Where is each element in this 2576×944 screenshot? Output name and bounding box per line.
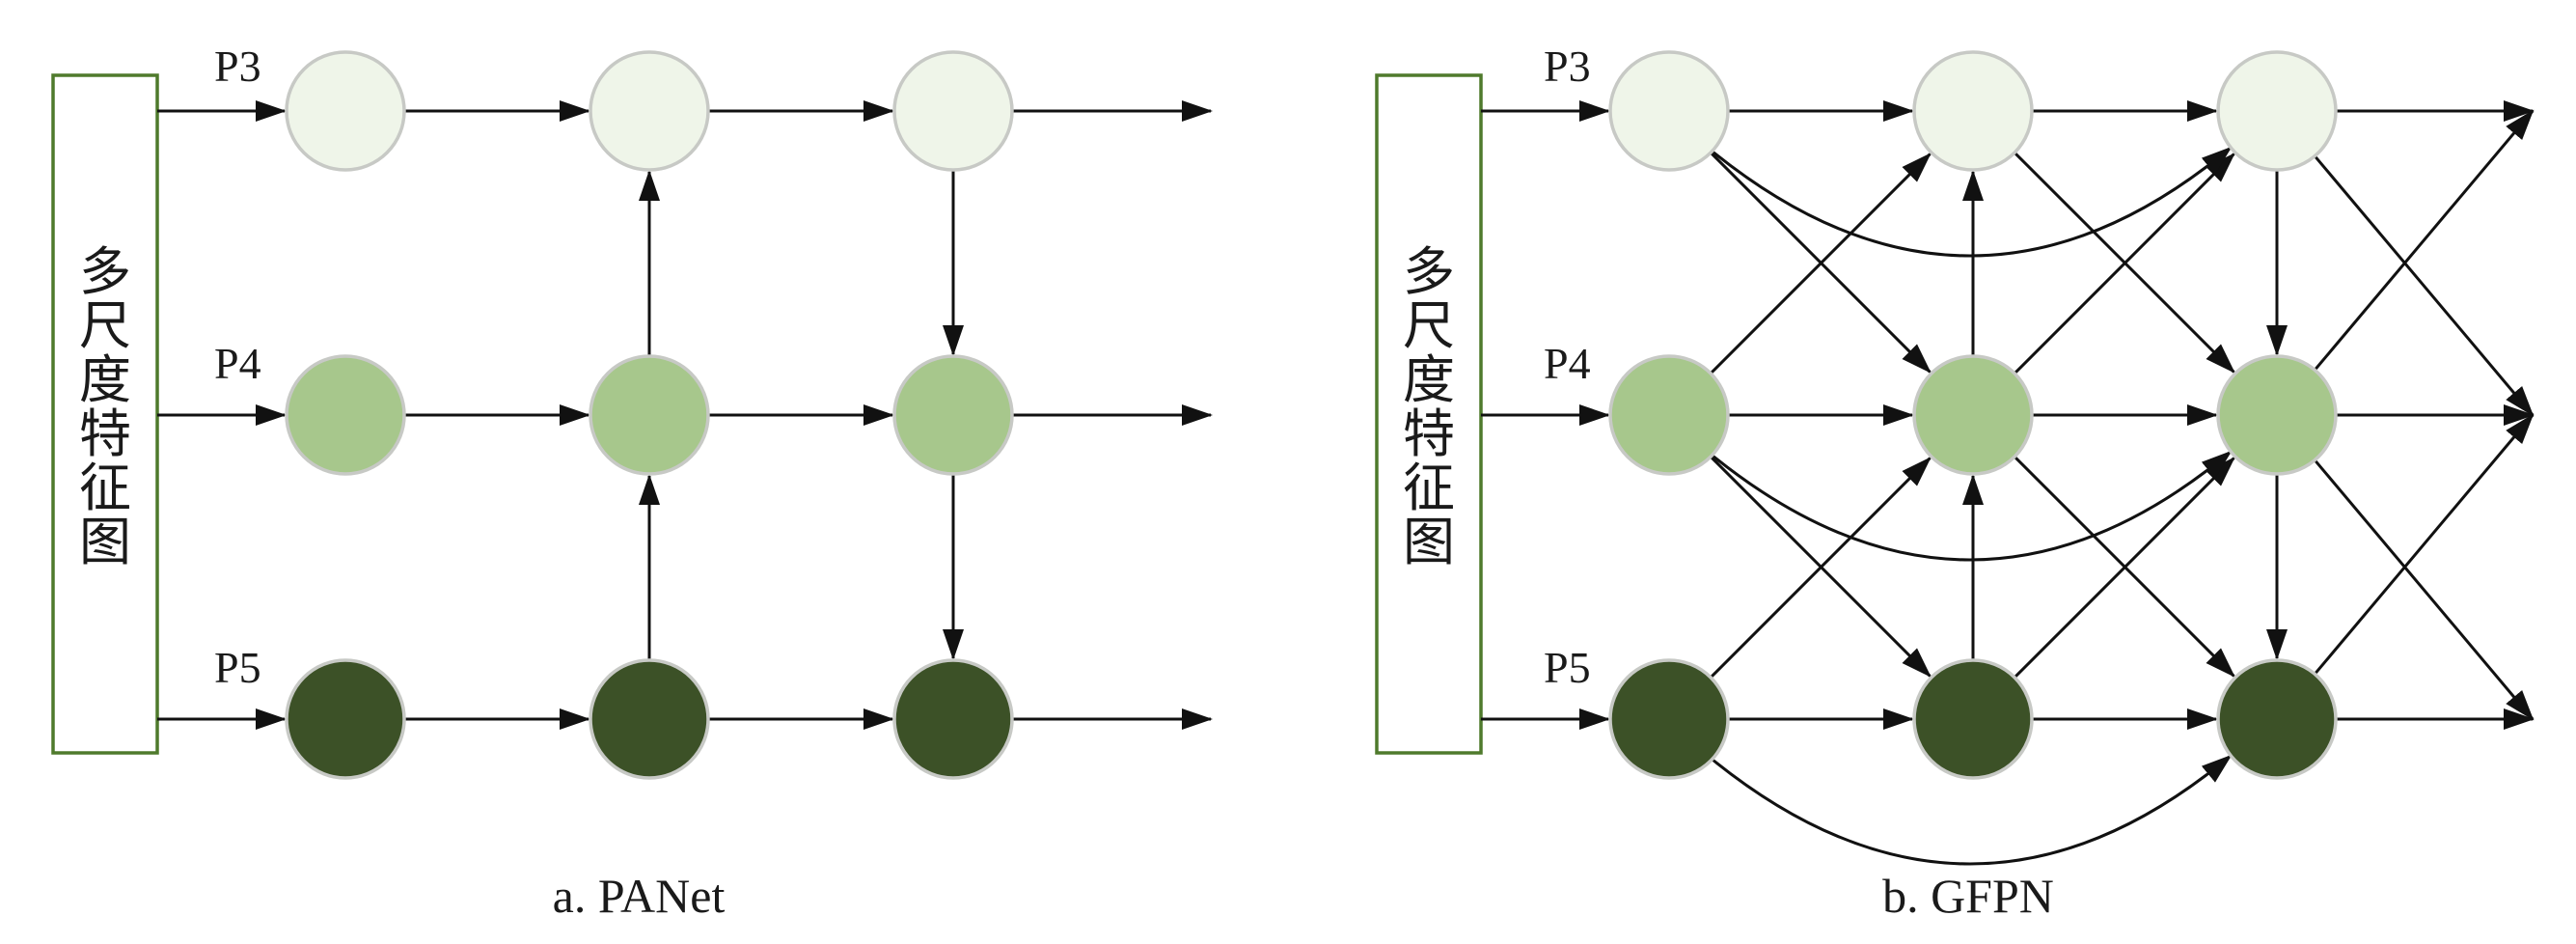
- gfpn-panel: 多尺度特征图 P3 P4 P5 b. GFPN: [1375, 42, 2535, 923]
- gfpn-caption: b. GFPN: [1882, 869, 2054, 923]
- multiscale-feature-box: [51, 73, 159, 755]
- multiscale-feature-label: 多尺度特征图: [1403, 241, 1455, 572]
- feature-node-p5: [589, 658, 710, 780]
- feature-node-p4: [892, 354, 1014, 476]
- output-arrow: [2314, 109, 2535, 372]
- feature-node-p5: [1912, 658, 2034, 780]
- feature-node-p5: [285, 658, 406, 780]
- level-label-p3: P3: [1544, 42, 1591, 91]
- feature-node-p4: [2216, 354, 2338, 476]
- feature-flow-arrow: [2014, 457, 2235, 679]
- feature-node-p3: [285, 50, 406, 172]
- gfpn-nodes: [1608, 50, 2338, 780]
- panet-panel: 多尺度特征图 P3 P4 P5 a. PANet: [51, 42, 1213, 923]
- feature-node-p3: [2216, 50, 2338, 172]
- feature-node-p3: [892, 50, 1014, 172]
- feature-node-p4: [589, 354, 710, 476]
- gfpn-edges: [1481, 100, 2535, 866]
- level-label-p4: P4: [1544, 339, 1591, 388]
- skip-connection-arrow: [1712, 146, 2233, 258]
- feature-node-p4: [1608, 354, 1730, 476]
- feature-flow-arrow: [1710, 457, 1932, 679]
- panet-edges: [157, 100, 1213, 730]
- panet-caption: a. PANet: [553, 869, 726, 923]
- feature-node-p3: [589, 50, 710, 172]
- skip-connection-arrow: [1712, 754, 2233, 866]
- feature-node-p3: [1608, 50, 1730, 172]
- feature-flow-arrow: [1710, 153, 1932, 375]
- feature-node-p4: [285, 354, 406, 476]
- feature-node-p5: [892, 658, 1014, 780]
- feature-node-p5: [2216, 658, 2338, 780]
- level-label-p4: P4: [214, 339, 261, 388]
- level-label-p5: P5: [1544, 643, 1591, 692]
- feature-node-p3: [1912, 50, 2034, 172]
- skip-connection-arrow: [1712, 450, 2233, 562]
- feature-node-p5: [1608, 658, 1730, 780]
- level-label-p3: P3: [214, 42, 261, 91]
- output-arrow: [2314, 458, 2535, 721]
- output-arrow: [2314, 413, 2535, 676]
- panet-nodes: [285, 50, 1014, 780]
- level-label-p5: P5: [214, 643, 261, 692]
- multiscale-feature-box: [1375, 73, 1483, 755]
- feature-flow-arrow: [2014, 153, 2235, 375]
- feature-node-p4: [1912, 354, 2034, 476]
- output-arrow: [2314, 154, 2535, 417]
- multiscale-feature-label: 多尺度特征图: [79, 241, 131, 572]
